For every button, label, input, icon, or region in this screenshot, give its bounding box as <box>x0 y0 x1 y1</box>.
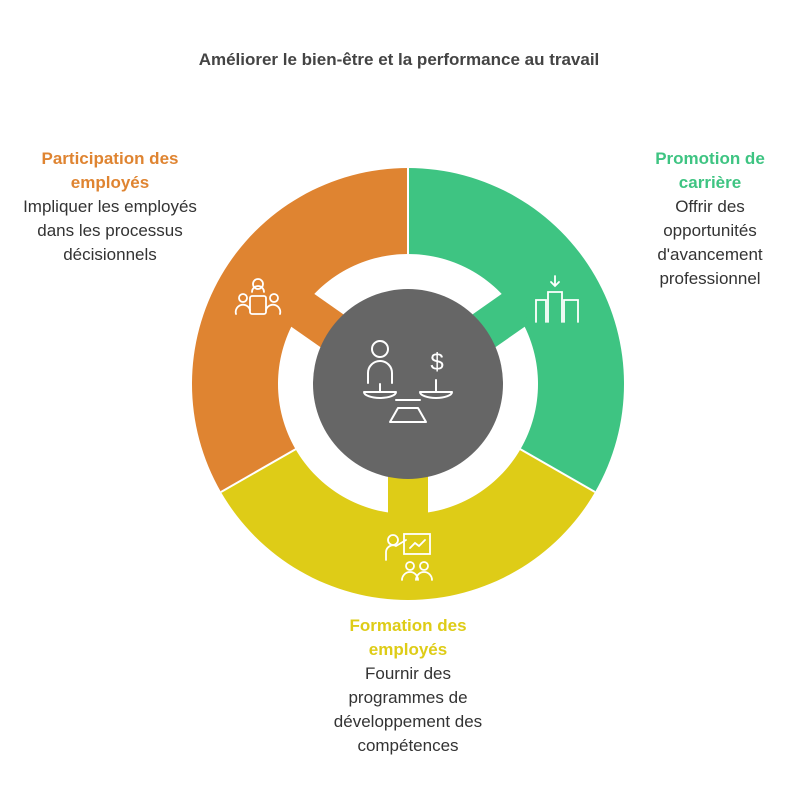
item-formation: Formation des employés Fournir des progr… <box>318 614 498 758</box>
svg-text:$: $ <box>430 349 443 376</box>
item-description: Offrir des opportunités d'avancement pro… <box>657 197 763 288</box>
segment-participation <box>192 168 408 492</box>
center-circle <box>313 289 503 479</box>
diagram-title: Améliorer le bien-être et la performance… <box>198 50 600 69</box>
career-steps-icon <box>535 275 579 323</box>
training-icon <box>385 533 433 581</box>
item-heading: Participation des employés <box>41 149 179 192</box>
item-participation: Participation des employés Impliquer les… <box>20 147 200 267</box>
segment-formation <box>220 449 596 600</box>
segment-promotion <box>408 168 624 492</box>
tab-formation <box>388 469 428 519</box>
work-life-balance-scale-icon: $ <box>363 340 453 423</box>
meeting-icon <box>234 278 282 315</box>
item-promotion: Promotion de carrière Offrir des opportu… <box>630 147 790 291</box>
item-description: Impliquer les employés dans les processu… <box>23 197 197 264</box>
item-heading: Promotion de carrière <box>655 149 765 192</box>
item-description: Fournir des programmes de développement … <box>333 664 483 755</box>
item-heading: Formation des employés <box>349 616 467 659</box>
